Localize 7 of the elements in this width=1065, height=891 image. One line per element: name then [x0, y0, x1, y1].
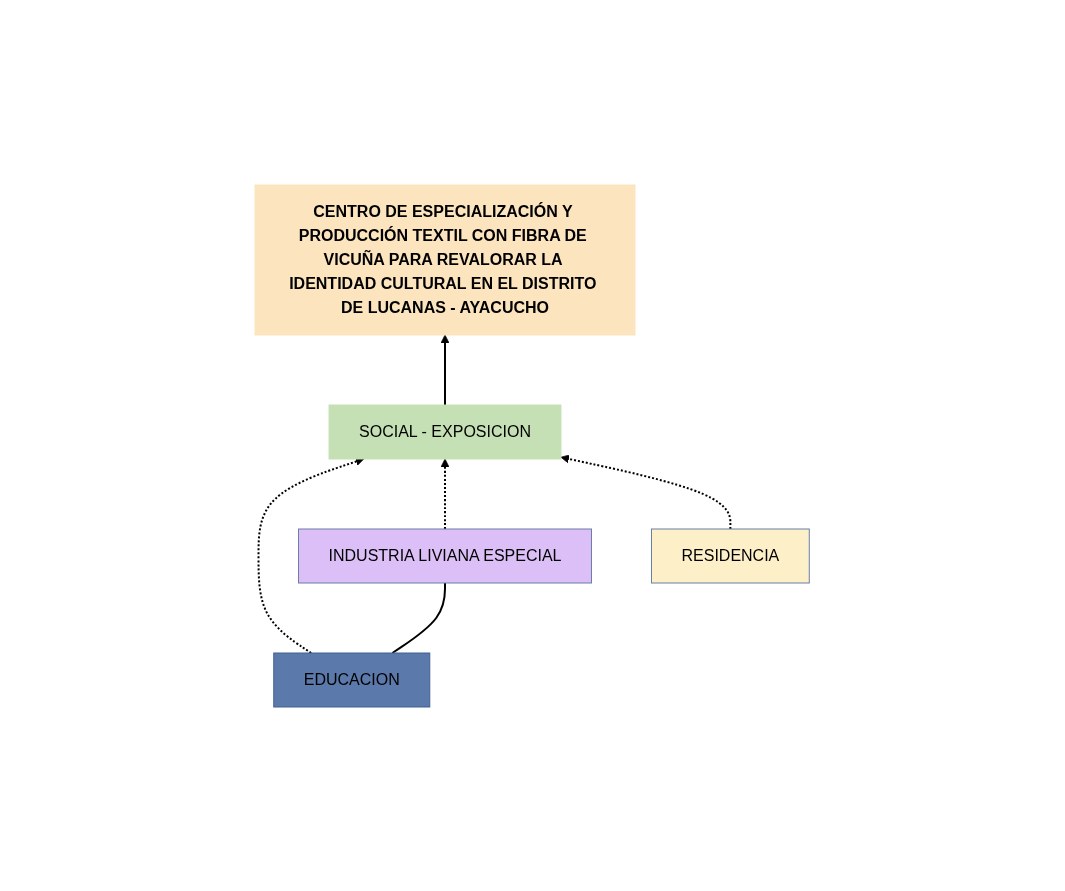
connector	[391, 581, 447, 654]
node-box: RESIDENCIA	[651, 528, 811, 583]
node-box: INDUSTRIA LIVIANA ESPECIAL	[298, 528, 593, 583]
node-box: CENTRO DE ESPECIALIZACIÓN Y PRODUCCIÓN TEXTIL CON FIBRA DE VICUÑA PARA REVALORAR LA IDENTIDAD CULTURAL EN EL DISTRITO DE LUCANAS - AYACUCHO	[254, 184, 636, 335]
arrow	[440, 334, 450, 406]
node-box: EDUCACION	[273, 652, 431, 707]
node-box: SOCIAL - EXPOSICION	[328, 404, 562, 459]
